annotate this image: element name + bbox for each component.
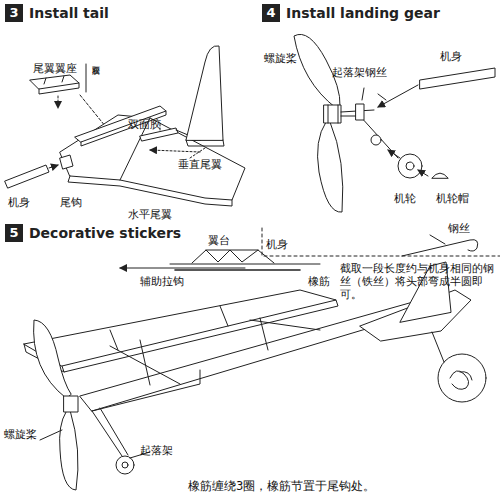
step-number: 5 [5, 224, 23, 242]
part-label: 钢丝 [448, 222, 470, 235]
step-number: 4 [262, 4, 280, 22]
step-title: Decorative stickers [29, 225, 181, 241]
part-label: 垂直尾翼 [178, 158, 222, 171]
step-heading: 5 Decorative stickers [5, 224, 181, 242]
step-title: Install landing gear [286, 5, 440, 21]
part-label: 机轮帽 [436, 192, 469, 205]
tail-assembly [5, 46, 245, 206]
note-text: 截取一段长度约与机身相同的钢丝（铁丝）将头部弯成半圆即可。 [340, 262, 496, 301]
part-label: 螺旋桨 [264, 52, 297, 65]
part-label: 水平尾翼 [128, 208, 172, 221]
part-label: 尾钩 [60, 196, 82, 209]
step-heading: 3 Install tail [5, 4, 109, 22]
landing-gear-assembly [294, 34, 495, 212]
part-label: 翼台 [208, 234, 230, 247]
part-label: 起落架钢丝 [332, 66, 387, 79]
part-label: 机身 [8, 196, 30, 209]
step-number: 3 [5, 4, 23, 22]
part-label: 机身 [440, 50, 462, 63]
part-label: 双面胶 [128, 118, 161, 131]
part-label: 螺旋桨 [4, 428, 37, 441]
plane-illustration [24, 262, 486, 490]
step-title: Install tail [29, 5, 109, 21]
caption-note: 橡筋缠绕3圈，橡筋节置于尾钩处。 [188, 480, 375, 493]
part-label: 尾翼翼座 [33, 62, 77, 75]
part-label: 机身 [266, 238, 288, 251]
part-label: 起落架 [140, 444, 173, 457]
part-label: 辅助拉钩 [140, 275, 184, 288]
part-label: 机轮 [394, 192, 416, 205]
part-label: 橡筋 [308, 275, 330, 288]
step-heading: 4 Install landing gear [262, 4, 440, 22]
